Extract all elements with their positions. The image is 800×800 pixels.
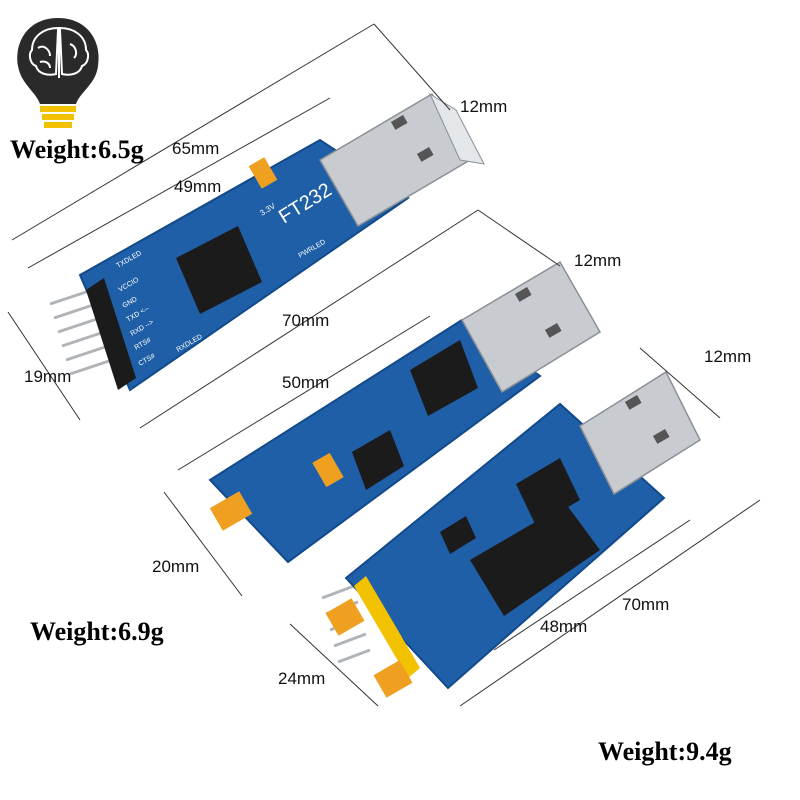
board-3-dimension-lines bbox=[289, 347, 761, 707]
board-1-dimension-lines bbox=[7, 23, 451, 421]
board1-usb-width: 12mm bbox=[460, 97, 507, 116]
board1-length-total: 65mm bbox=[172, 139, 219, 158]
weight-label-board3: Weight:9.4g bbox=[598, 737, 732, 766]
weight-label-board2: Weight:6.9g bbox=[30, 617, 164, 646]
board3-length-total: 70mm bbox=[622, 595, 669, 614]
board2-length-pcb: 50mm bbox=[282, 373, 329, 392]
board-2-serial-module bbox=[208, 260, 602, 564]
board-1-ft232-module: FT232 3.3V TXDLED VCCIO GND TXD <-- RXD … bbox=[49, 92, 485, 392]
board3-length-pcb: 48mm bbox=[540, 617, 587, 636]
board2-usb-width: 12mm bbox=[574, 251, 621, 270]
board2-length-total: 70mm bbox=[282, 311, 329, 330]
board-3-serial-module bbox=[321, 370, 701, 698]
board1-width: 19mm bbox=[24, 367, 71, 386]
board1-length-pcb: 49mm bbox=[174, 177, 221, 196]
board2-width: 20mm bbox=[152, 557, 199, 576]
header-pins bbox=[49, 288, 113, 376]
board-2-dimension-lines bbox=[139, 209, 561, 597]
brain-bulb-logo-icon bbox=[17, 18, 99, 128]
board3-width: 24mm bbox=[278, 669, 325, 688]
weight-label-board1: Weight:6.5g bbox=[10, 135, 144, 164]
board3-usb-width: 12mm bbox=[704, 347, 751, 366]
